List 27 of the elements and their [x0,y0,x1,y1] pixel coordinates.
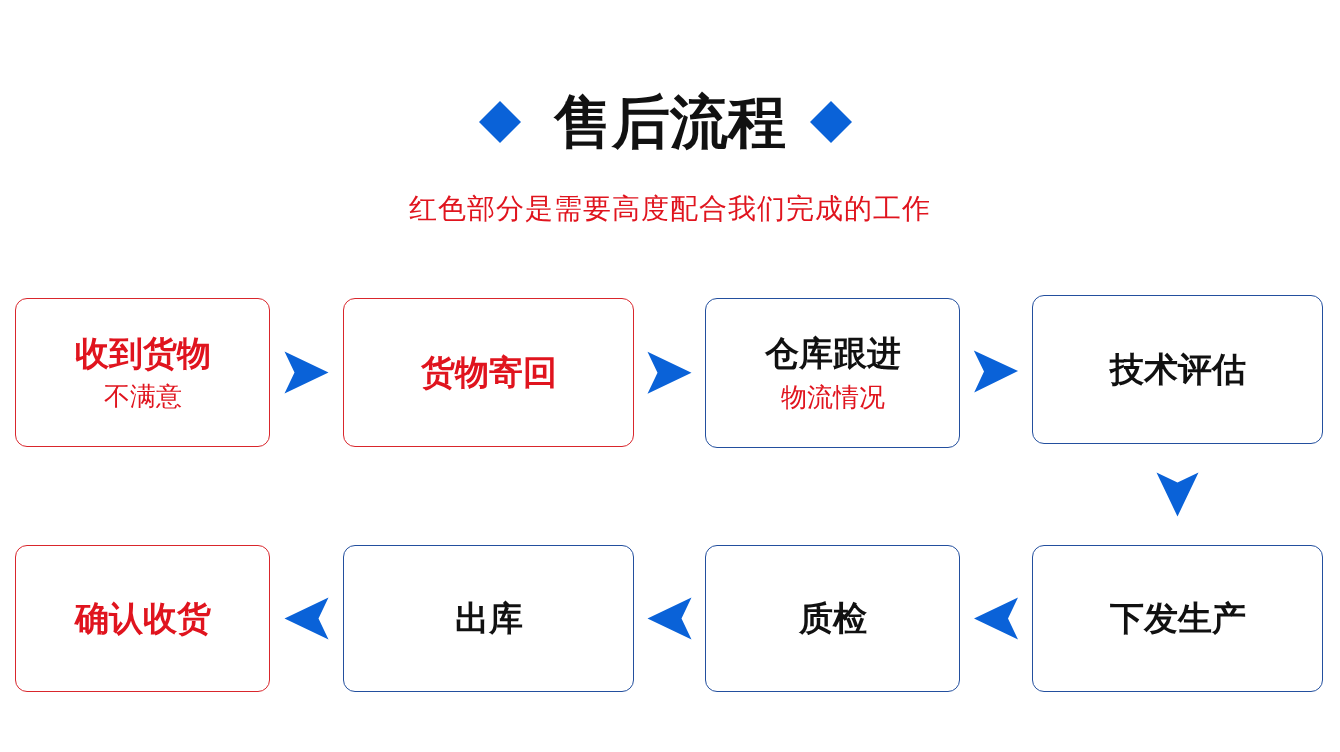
subtitle: 红色部分是需要高度配合我们完成的工作 [409,192,931,225]
process-box [1032,295,1323,444]
box-heading: 仓库跟进 [764,333,901,374]
process-box [705,298,960,448]
box-heading: 确认收货 [74,598,211,639]
title: 售后流程 [554,88,786,156]
arrow [647,351,692,394]
process-box [705,545,960,692]
process-box [343,298,634,447]
box-heading: 质检 [798,598,867,639]
box-heading: 技术评估 [1109,349,1246,390]
process-box [343,545,634,692]
arrow [973,350,1018,393]
box-heading: 货物寄回 [420,352,557,393]
arrow [974,597,1018,640]
process-box [15,545,270,692]
process-box [1032,545,1323,692]
box-subtext: 物流情况 [780,381,885,413]
arrow [647,597,692,640]
box-heading: 出库 [454,598,523,639]
arrow [284,597,329,640]
process-box [15,298,270,447]
arrow [284,351,329,394]
box-subtext: 不满意 [103,381,182,413]
box-heading: 收到货物 [74,332,211,374]
arrow [1156,472,1199,517]
box-heading: 下发生产 [1109,598,1246,639]
